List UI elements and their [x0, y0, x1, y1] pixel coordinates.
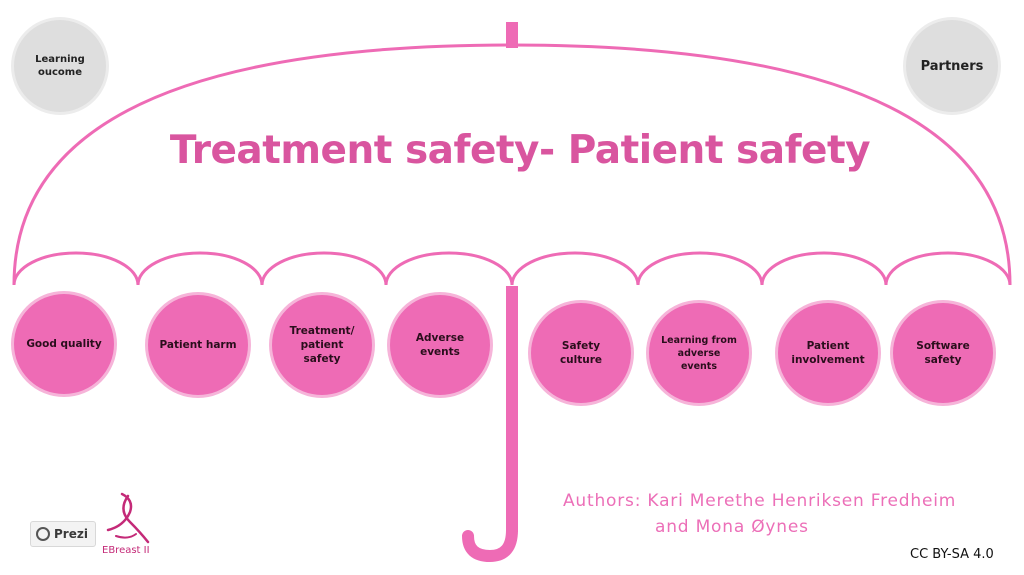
license-label: CC BY-SA 4.0 [910, 547, 994, 562]
topic-adverse-events[interactable]: Adverse events [390, 295, 490, 395]
authors-text: Authors: Kari Merethe Henriksen Fredheim… [563, 488, 956, 540]
topic-learning-from-adverse-events[interactable]: Learning from adverse events [649, 303, 749, 403]
topic-software-safety[interactable]: Software safety [893, 303, 993, 403]
topic-label: Patient harm [159, 339, 237, 351]
topic-label: Good quality [26, 338, 102, 350]
ebreast-label: EBreast II [102, 545, 150, 556]
topic-good-quality[interactable]: Good quality [14, 294, 114, 394]
learning-outcome-label: Learning oucome [35, 54, 85, 78]
ebreast-logo: EBreast II [100, 490, 166, 560]
topic-patient-involvement[interactable]: Patient involvement [778, 303, 878, 403]
prezi-logo-icon [36, 527, 50, 541]
partners-label: Partners [920, 58, 984, 74]
authors-line-1: Authors: Kari Merethe Henriksen Fredheim [563, 491, 957, 511]
topic-label: Treatment/ patient safety [289, 325, 355, 365]
prezi-badge[interactable]: Prezi [30, 521, 96, 547]
topic-label: Adverse events [415, 332, 465, 358]
prezi-label: Prezi [54, 527, 88, 541]
umbrella-scallops [12, 251, 1012, 286]
authors-line-2: and Mona Øynes [655, 517, 809, 537]
page-title: Treatment safety- Patient safety [169, 128, 871, 173]
umbrella-shaft [506, 286, 518, 532]
topic-label: Safety culture [559, 340, 603, 366]
learning-outcome-button[interactable]: Learning oucome [14, 20, 106, 112]
topic-label: Patient involvement [791, 340, 865, 366]
ebreast-ribbon-icon [106, 492, 150, 544]
partners-button[interactable]: Partners [906, 20, 998, 112]
topic-label: Software safety [916, 340, 970, 366]
topic-label: Learning from adverse events [661, 334, 737, 372]
umbrella-handle [462, 524, 518, 563]
topic-treatment-patient-safety[interactable]: Treatment/ patient safety [272, 295, 372, 395]
umbrella-tip [506, 22, 518, 48]
topic-patient-harm[interactable]: Patient harm [148, 295, 248, 395]
topic-safety-culture[interactable]: Safety culture [531, 303, 631, 403]
